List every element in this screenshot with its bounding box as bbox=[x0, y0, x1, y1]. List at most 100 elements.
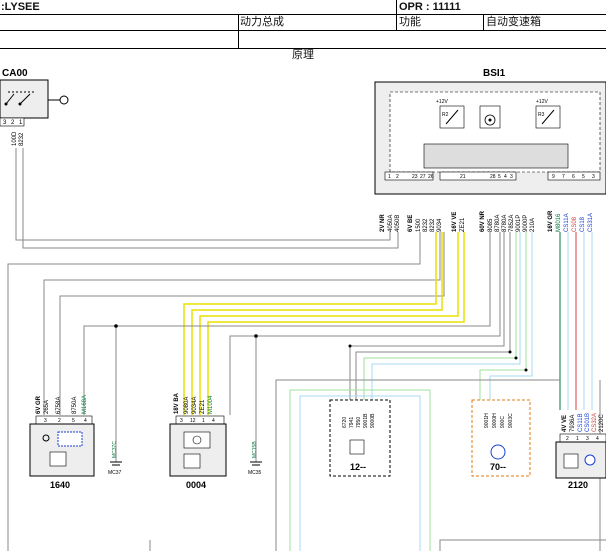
group-name: 动力总成 bbox=[240, 16, 284, 28]
svg-text:M1004: M1004 bbox=[208, 395, 214, 414]
svg-text:8750A: 8750A bbox=[72, 397, 78, 414]
svg-text:9000P: 9000P bbox=[523, 215, 529, 232]
svg-text:2: 2 bbox=[58, 418, 61, 424]
svg-text:21: 21 bbox=[460, 174, 466, 180]
svg-text:6720: 6720 bbox=[342, 417, 348, 428]
component-2120: 4V VE 7936A CS11B CS01B CS32A 2120C 2 1 … bbox=[555, 413, 606, 490]
svg-text:60V NR: 60V NR bbox=[480, 210, 486, 232]
svg-text:2120: 2120 bbox=[568, 480, 588, 490]
svg-text:28: 28 bbox=[490, 174, 496, 180]
svg-text:12--: 12-- bbox=[350, 462, 366, 472]
svg-text:CS31A: CS31A bbox=[588, 213, 594, 232]
svg-text:3: 3 bbox=[180, 418, 183, 424]
function-value: 自动变速箱 bbox=[486, 16, 541, 28]
svg-text:4050A: 4050A bbox=[388, 215, 394, 232]
svg-text:1500: 1500 bbox=[416, 218, 422, 232]
key-icon bbox=[48, 95, 69, 105]
svg-text:6V GR: 6V GR bbox=[36, 395, 42, 414]
svg-text:7: 7 bbox=[562, 174, 565, 180]
svg-text:9: 9 bbox=[552, 174, 555, 180]
svg-text:4050B: 4050B bbox=[395, 215, 401, 232]
title-divider-1 bbox=[238, 14, 239, 48]
svg-text:12: 12 bbox=[190, 418, 196, 424]
svg-text:3: 3 bbox=[44, 418, 47, 424]
component-ca00: CA00 3 2 1 100D 8232 bbox=[0, 68, 69, 146]
function-label: 功能 bbox=[399, 16, 421, 28]
wiring-diagram: CA00 3 2 1 100D 8232 BSI1 +12V R2 bbox=[0, 68, 606, 551]
svg-text:CS11A: CS11A bbox=[564, 213, 570, 232]
ground-mc37: MC37C MC37 bbox=[108, 430, 122, 476]
svg-text:ZE21: ZE21 bbox=[460, 217, 466, 232]
sensor-icon bbox=[42, 431, 83, 467]
svg-text:70--: 70-- bbox=[490, 462, 506, 472]
svg-text:9001H: 9001H bbox=[484, 413, 490, 428]
svg-text:CS11B: CS11B bbox=[578, 413, 584, 432]
svg-text:2: 2 bbox=[11, 120, 15, 126]
svg-text:8232: 8232 bbox=[19, 132, 25, 146]
page-subtitle: 原理 bbox=[292, 49, 314, 61]
svg-text:0004: 0004 bbox=[186, 480, 206, 490]
svg-text:MC37: MC37 bbox=[108, 470, 122, 476]
opr-number: OPR : 11111 bbox=[399, 1, 461, 13]
svg-text:CS08: CS08 bbox=[572, 216, 578, 232]
svg-text:3: 3 bbox=[586, 436, 589, 442]
svg-text:1640: 1640 bbox=[50, 480, 70, 490]
svg-text:8085: 8085 bbox=[488, 218, 494, 232]
svg-text:210A: 210A bbox=[530, 218, 536, 232]
svg-text:9034A: 9034A bbox=[192, 397, 198, 414]
component-1640: 6V GR 265A 6758A 8750A M168A 3 2 5 4 164… bbox=[29, 395, 95, 490]
svg-text:CS32A: CS32A bbox=[592, 413, 598, 432]
motor-icon bbox=[183, 431, 211, 469]
svg-text:+12V: +12V bbox=[436, 99, 448, 105]
title-rule-2 bbox=[0, 30, 606, 31]
component-bsi1: BSI1 +12V R2 +12V R3 1 2 23 27 bbox=[374, 68, 606, 232]
svg-text:M8016: M8016 bbox=[556, 213, 562, 232]
svg-text:4V VE: 4V VE bbox=[562, 415, 568, 432]
component-12: 6720 7941 7950 9001B 9000B 12-- bbox=[329, 399, 391, 477]
bsi1-label: BSI1 bbox=[483, 68, 506, 79]
relay-icon: +12V R2 bbox=[436, 99, 465, 129]
svg-text:3: 3 bbox=[3, 120, 7, 126]
svg-text:9001P: 9001P bbox=[516, 215, 522, 232]
svg-text:3: 3 bbox=[510, 174, 513, 180]
svg-text:7936A: 7936A bbox=[570, 415, 576, 432]
component-0004: 18V BA 9080A 9034A ZE21 M1004 3 12 1 4 0… bbox=[169, 392, 227, 490]
ground-mc35: MC15B MC35 bbox=[248, 430, 262, 476]
svg-text:4: 4 bbox=[596, 436, 599, 442]
svg-text:1: 1 bbox=[576, 436, 579, 442]
svg-text:2V NR: 2V NR bbox=[380, 214, 386, 232]
svg-text:M168A: M168A bbox=[82, 395, 88, 414]
svg-text:9034: 9034 bbox=[437, 218, 443, 232]
svg-text:MC35: MC35 bbox=[248, 470, 262, 476]
svg-text:4: 4 bbox=[504, 174, 507, 180]
svg-text:9000H: 9000H bbox=[492, 413, 498, 428]
svg-text:6V BE: 6V BE bbox=[408, 215, 414, 232]
svg-text:16V VE: 16V VE bbox=[452, 212, 458, 232]
title-divider-3 bbox=[483, 14, 484, 30]
svg-text:7950: 7950 bbox=[356, 417, 362, 428]
svg-text:8232: 8232 bbox=[423, 218, 429, 232]
svg-text:CS18: CS18 bbox=[580, 216, 586, 232]
svg-text:1: 1 bbox=[202, 418, 205, 424]
svg-text:9003C: 9003C bbox=[508, 413, 514, 428]
svg-text:5: 5 bbox=[72, 418, 75, 424]
title-divider-2 bbox=[396, 0, 397, 30]
svg-text:+12V: +12V bbox=[536, 99, 548, 105]
svg-text:9080A: 9080A bbox=[184, 397, 190, 414]
svg-text:1: 1 bbox=[19, 120, 23, 126]
svg-text:8232: 8232 bbox=[430, 218, 436, 232]
svg-text:1: 1 bbox=[388, 174, 391, 180]
svg-text:3: 3 bbox=[592, 174, 595, 180]
svg-text:2: 2 bbox=[396, 174, 399, 180]
gear-icon bbox=[479, 105, 501, 129]
svg-text:MC37C: MC37C bbox=[112, 441, 118, 458]
component-70: 9001H 9000H 900C 9003C 70-- bbox=[471, 399, 531, 477]
svg-text:100D: 100D bbox=[12, 131, 18, 146]
svg-text:R3: R3 bbox=[538, 112, 545, 118]
svg-text:R2: R2 bbox=[442, 112, 449, 118]
relay-icon: +12V R3 bbox=[535, 99, 561, 129]
svg-text:6758A: 6758A bbox=[56, 397, 62, 414]
svg-text:2: 2 bbox=[566, 436, 569, 442]
svg-text:2120C: 2120C bbox=[599, 414, 605, 432]
svg-text:6: 6 bbox=[572, 174, 575, 180]
